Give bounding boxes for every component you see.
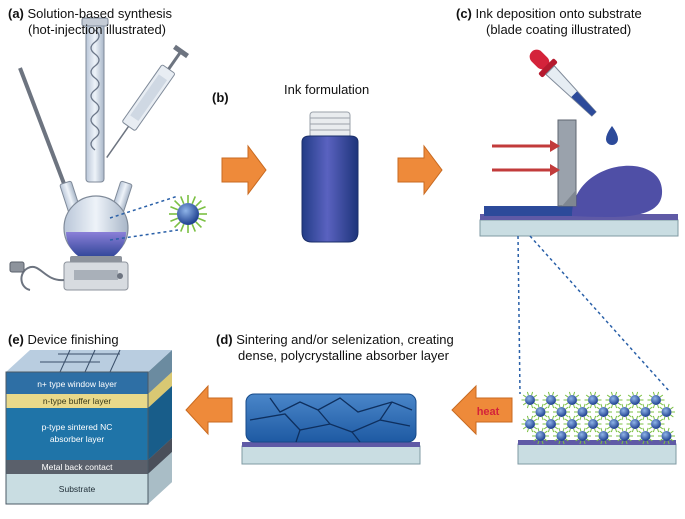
panel-b-letter: (b) xyxy=(212,90,229,105)
panel-c-subtitle: (blade coating illustrated) xyxy=(486,22,632,37)
ink-dropper xyxy=(529,49,597,117)
process-arrow-b-to-c xyxy=(397,144,443,196)
nanocrystal xyxy=(553,403,570,421)
nanocrystal xyxy=(616,403,633,421)
blade-coating-setup xyxy=(479,49,679,395)
nanocrystal xyxy=(626,415,644,433)
process-arrow-d-to-e xyxy=(185,384,233,436)
nanocrystal xyxy=(616,427,633,445)
layer-window-label: n+ type window layer xyxy=(37,379,117,389)
power-cord xyxy=(20,265,65,291)
nanocrystal xyxy=(626,391,644,409)
nanocrystal xyxy=(584,391,602,409)
nanocrystal xyxy=(532,427,549,445)
nanocrystal-film xyxy=(517,391,677,465)
nanocrystal xyxy=(574,427,591,445)
layer-back-contact xyxy=(6,460,148,474)
panel-d-subtitle: dense, polycrystalline absorber layer xyxy=(238,348,449,363)
layer-contact-label: Metal back contact xyxy=(42,462,114,472)
nanocrystal xyxy=(553,427,570,445)
nanocrystal xyxy=(169,195,207,233)
panel-b-title: Ink formulation xyxy=(284,82,370,97)
layer-absorber-label-2: absorber layer xyxy=(50,434,105,444)
layer-substrate xyxy=(6,474,148,504)
nanocrystal xyxy=(605,415,623,433)
substrate-plate xyxy=(479,219,679,237)
layer-buffer xyxy=(6,394,148,408)
ink-droplet xyxy=(606,126,618,145)
heat-label: heat xyxy=(477,406,500,418)
nanocrystal xyxy=(595,427,612,445)
nanocrystal xyxy=(595,403,612,421)
nanocrystal xyxy=(542,391,560,409)
nanocrystal xyxy=(563,415,581,433)
nanocrystal xyxy=(658,403,675,421)
panel-a-subtitle: (hot-injection illustrated) xyxy=(28,22,167,37)
nanocrystal xyxy=(584,415,602,433)
layer-window xyxy=(6,372,148,394)
nanocrystal xyxy=(521,415,539,433)
nanocrystal xyxy=(647,391,665,409)
nanocrystal xyxy=(574,403,591,421)
nanocrystal xyxy=(532,403,549,421)
panel-c-title: (c) Ink deposition onto substrate xyxy=(456,6,642,21)
layer-absorber-label-1: p-type sintered NC xyxy=(42,422,113,432)
nanocrystal xyxy=(658,427,675,445)
device-stack: n+ type window layer n-type buffer layer… xyxy=(5,349,172,505)
syringe xyxy=(106,44,189,158)
sintered-absorber xyxy=(241,393,421,465)
nanocrystal xyxy=(542,415,560,433)
layer-buffer-label: n-type buffer layer xyxy=(43,396,112,406)
panel-d-title: (d) Sintering and/or selenization, creat… xyxy=(216,332,454,347)
layer-substrate-label: Substrate xyxy=(59,484,96,494)
layer-absorber xyxy=(6,408,148,460)
panel-e-title: (e) Device finishing xyxy=(8,332,119,347)
nanocrystal xyxy=(563,391,581,409)
nanocrystal-closeup xyxy=(169,195,207,233)
nanocrystal xyxy=(647,415,665,433)
process-arrow-a-to-b xyxy=(221,144,267,196)
synthesis-apparatus xyxy=(9,17,189,291)
panel-a-title: (a) Solution-based synthesis xyxy=(8,6,173,21)
nanocrystal xyxy=(605,391,623,409)
heat-arrow xyxy=(451,384,513,436)
ink-bead xyxy=(572,165,663,217)
nanocrystal xyxy=(637,427,654,445)
nanocrystal xyxy=(521,391,539,409)
nanocrystal xyxy=(637,403,654,421)
condenser-coil xyxy=(90,29,100,151)
ink-vial xyxy=(301,111,359,243)
